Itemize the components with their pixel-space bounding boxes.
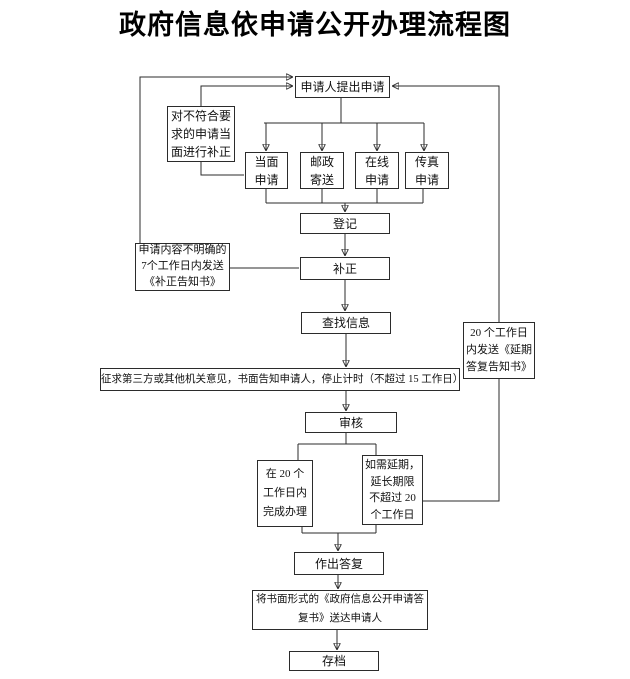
flow-node-method-post: 邮政 寄送 <box>300 152 344 189</box>
flow-node-third-party-consult: 征求第三方或其他机关意见，书面告知申请人，停止计时（不超过 15 工作日） <box>100 368 463 391</box>
flow-node-correct-onsite-note: 对不符合要 求的申请当 面进行补正 <box>167 106 235 162</box>
flow-node-unclear-notice: 申请内容不明确的 7个工作日内发送 《补正告知书》 <box>135 243 230 291</box>
flow-node-register: 登记 <box>300 213 390 234</box>
flow-node-method-online: 在线 申请 <box>355 152 399 189</box>
flow-node-extend-20days: 如需延期， 延长期限 不超过 20 个工作日 <box>362 455 423 525</box>
flow-node-complete-20days: 在 20 个 工作日内 完成办理 <box>257 460 313 527</box>
flow-node-deliver-reply: 将书面形式的《政府信息公开申请答 复书》送达申请人 <box>252 590 428 630</box>
flow-node-correction: 补正 <box>300 257 390 280</box>
flow-node-archive: 存档 <box>289 651 379 671</box>
flow-node-method-fax: 传真 申请 <box>405 152 449 189</box>
flow-node-search-info: 查找信息 <box>301 312 391 334</box>
flow-node-make-reply: 作出答复 <box>294 552 384 575</box>
flow-node-applicant-submit: 申请人提出申请 <box>295 76 390 98</box>
flow-node-method-inperson: 当面 申请 <box>245 152 288 189</box>
page-title: 政府信息依申请公开办理流程图 <box>119 10 511 40</box>
flow-node-delay-reply-notice: 20 个工作日 内发送《延期 答复告知书》 <box>463 322 535 379</box>
flow-node-review: 审核 <box>305 412 397 433</box>
